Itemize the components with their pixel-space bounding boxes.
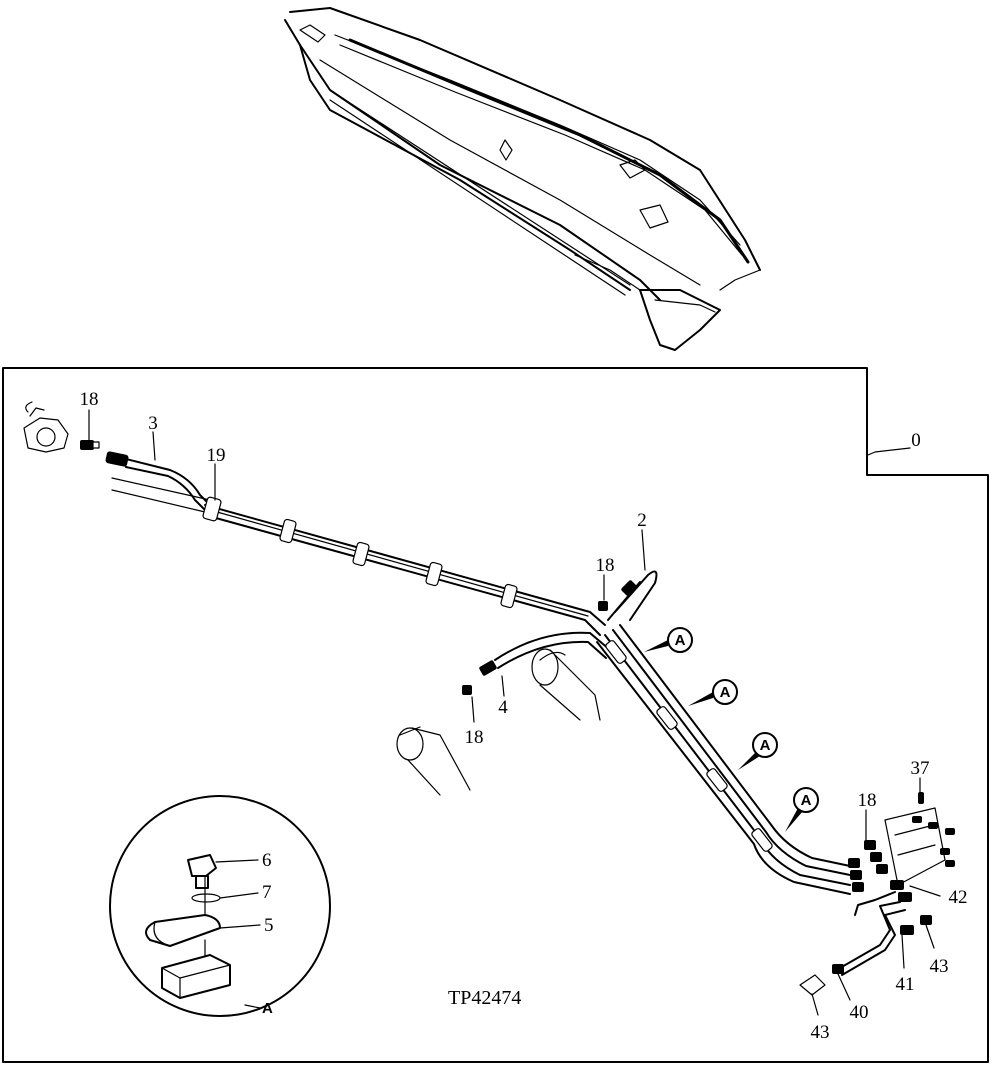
callout-18-top-left: 18 — [80, 389, 99, 410]
hose-41 — [839, 880, 914, 976]
fitting-18-top-left — [80, 440, 100, 450]
tube-bundle-arm — [596, 624, 851, 895]
callout-19: 19 — [207, 445, 226, 466]
callout-43-bottom: 43 — [811, 1022, 830, 1043]
hose-4 — [479, 631, 611, 676]
diagram-frame — [2, 367, 989, 1063]
figure-code: TP42474 — [448, 987, 521, 1009]
fittings-18-right — [848, 840, 888, 892]
callout-2: 2 — [637, 510, 647, 531]
svg-text:A: A — [801, 792, 812, 809]
boom-overview-drawing — [284, 7, 761, 351]
callout-6: 6 — [262, 850, 272, 871]
callout-18-lower: 18 — [465, 727, 484, 748]
callout-43-right: 43 — [930, 956, 949, 977]
callout-18-mid: 18 — [596, 555, 615, 576]
callout-5: 5 — [264, 915, 274, 936]
tube-bundle-boom — [202, 496, 606, 636]
callout-7: 7 — [262, 882, 272, 903]
leader-lines — [88, 409, 941, 1016]
callout-0: 0 — [911, 430, 921, 451]
clamp-marker-a-3: A — [738, 732, 778, 770]
clamp-marker-a-2: A — [688, 679, 738, 706]
manifold-block-37 — [884, 792, 955, 886]
callout-42: 42 — [949, 887, 968, 908]
callout-37: 37 — [911, 758, 930, 779]
arm-cylinder — [531, 648, 601, 721]
clamp-marker-a-1: A — [644, 627, 693, 653]
detail-a-inset: 6 7 5 A — [109, 795, 331, 1017]
svg-text:A: A — [675, 632, 686, 649]
callout-4: 4 — [498, 697, 508, 718]
fittings-43 — [799, 915, 932, 996]
hose-3 — [105, 451, 211, 511]
clamp-19 — [202, 496, 518, 609]
callout-labels: 18 3 19 18 2 4 18 18 37 42 43 41 40 43 0 — [80, 389, 968, 1043]
bucket-cylinder — [396, 726, 471, 796]
fitting-40 — [832, 964, 844, 974]
svg-text:A: A — [720, 684, 731, 701]
detail-a-label: A — [262, 1000, 273, 1017]
hose-2 — [607, 570, 658, 621]
fitting-18-lower — [462, 685, 472, 695]
callout-3: 3 — [148, 413, 158, 434]
svg-text:A: A — [760, 737, 771, 754]
callout-40: 40 — [850, 1002, 869, 1023]
callout-18-right: 18 — [858, 790, 877, 811]
fitting-18-mid — [598, 601, 608, 611]
callout-41: 41 — [896, 974, 915, 995]
clamp-marker-a-4: A — [785, 787, 819, 832]
